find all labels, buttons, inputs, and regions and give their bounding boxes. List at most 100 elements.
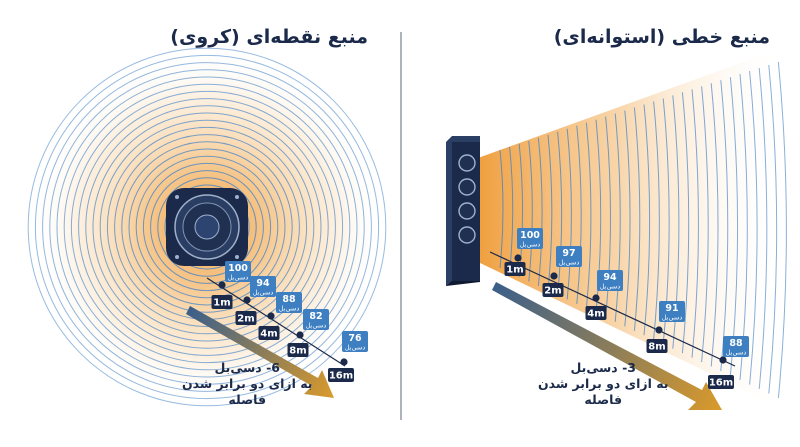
- marker-dot: [550, 272, 558, 280]
- wavefront-arc: [624, 110, 631, 327]
- marker-dot: [514, 254, 522, 262]
- level-value: 88: [729, 338, 743, 349]
- level-value: 88: [282, 294, 296, 305]
- wavefront-arc: [691, 89, 699, 358]
- distance-label: 16m: [709, 378, 733, 389]
- point-source-panel: 100دسی‌بل1m94دسی‌بل2m88دسی‌بل4m82دسی‌بل8…: [27, 47, 387, 407]
- wavefront-arc: [768, 64, 778, 394]
- distance-axis: [489, 251, 736, 367]
- distance-label: 4m: [587, 309, 604, 320]
- wavefront-arc: [537, 137, 543, 286]
- level-value: 100: [228, 263, 248, 274]
- marker-dot: [243, 296, 251, 304]
- distance-chip: [504, 262, 526, 276]
- level-value: 94: [603, 272, 617, 283]
- level-unit: دسی‌بل: [662, 314, 683, 322]
- wavefront-arc: [557, 131, 563, 295]
- wavefront-ring: [92, 112, 322, 342]
- distance-chip: [542, 283, 564, 297]
- spherical-wavefronts: [27, 47, 387, 407]
- level-badge: [276, 292, 302, 313]
- level-value: 82: [309, 311, 322, 322]
- wavefront-arc: [777, 61, 787, 399]
- level-unit: دسی‌بل: [600, 283, 621, 291]
- distance-chip: [585, 306, 607, 320]
- distance-label: 1m: [213, 298, 230, 309]
- distance-label: 8m: [289, 346, 306, 357]
- level-unit: دسی‌بل: [279, 305, 300, 313]
- note-line: فاصله: [584, 392, 623, 407]
- level-badge: [517, 228, 543, 249]
- level-value: 97: [562, 248, 575, 259]
- marker-dot: [592, 294, 600, 302]
- wavefront-arc: [605, 116, 611, 318]
- marker-dot: [218, 281, 226, 289]
- line-source-title: منبع خطی (استوانه‌ای): [553, 26, 770, 48]
- level-value: 94: [256, 278, 270, 289]
- distance-label: 4m: [260, 329, 277, 340]
- distance-label: 8m: [648, 342, 665, 353]
- wavefront-arc: [509, 146, 514, 273]
- wavefront-arc: [749, 71, 758, 385]
- point-source-note: 6- دسی‌بل به ازای دو برابر شدن فاصله: [182, 360, 313, 408]
- level-unit: دسی‌بل: [520, 241, 541, 249]
- marker-dot: [296, 331, 304, 339]
- level-badge: [597, 270, 623, 291]
- marker-dot: [340, 358, 348, 366]
- distance-chip: [235, 311, 257, 325]
- cylindrical-wavefronts: [499, 61, 787, 399]
- wavefront-ring: [121, 141, 293, 313]
- level-badge: [556, 246, 582, 267]
- distance-chip: [328, 368, 354, 382]
- wavefront-ring: [150, 170, 264, 284]
- distance-chip: [287, 343, 309, 357]
- distance-label: 16m: [329, 371, 353, 382]
- level-unit: دسی‌بل: [726, 349, 747, 357]
- level-badge: [225, 261, 251, 282]
- wavefront-arc: [614, 113, 621, 322]
- wavefront-arc: [720, 80, 729, 372]
- wavefront-ring: [63, 83, 351, 371]
- distance-chip: [646, 339, 668, 353]
- wavefront-arc: [758, 68, 768, 390]
- wavefront-arc: [566, 128, 572, 300]
- round-speaker-icon: [166, 188, 248, 266]
- level-unit: دسی‌بل: [253, 289, 274, 297]
- attenuation-arrow: [492, 282, 722, 410]
- wavefront-arc: [710, 83, 719, 367]
- distance-chip: [258, 326, 280, 340]
- wavefront-ring: [56, 76, 358, 378]
- wavefront-ring: [34, 54, 380, 400]
- wavefront-ring: [128, 148, 286, 306]
- level-unit: دسی‌بل: [559, 259, 580, 267]
- wavefront-arc: [681, 92, 690, 354]
- wavefront-ring: [164, 184, 250, 270]
- wavefront-arc: [653, 101, 660, 340]
- wavefront-ring: [70, 90, 344, 364]
- wavefront-ring: [42, 62, 372, 392]
- distance-label: 1m: [506, 265, 523, 276]
- point-source-title: منبع نقطه‌ای (کروی): [170, 26, 368, 48]
- marker-dot: [267, 312, 275, 320]
- note-line: به ازای دو برابر شدن: [538, 376, 669, 391]
- wavefront-arc: [576, 125, 582, 304]
- wavefront-ring: [49, 69, 365, 385]
- level-value: 76: [348, 333, 362, 344]
- column-speaker-icon: [446, 136, 480, 286]
- point-source-markers: 100دسی‌بل1m94دسی‌بل2m88دسی‌بل4m82دسی‌بل8…: [211, 261, 368, 382]
- level-badge: [250, 276, 276, 297]
- attenuation-arrow: [186, 306, 334, 398]
- wavefront-ring: [85, 105, 329, 349]
- distance-axis: [206, 277, 346, 367]
- note-line: به ازای دو برابر شدن: [182, 376, 313, 391]
- wavefront-ring: [99, 119, 315, 335]
